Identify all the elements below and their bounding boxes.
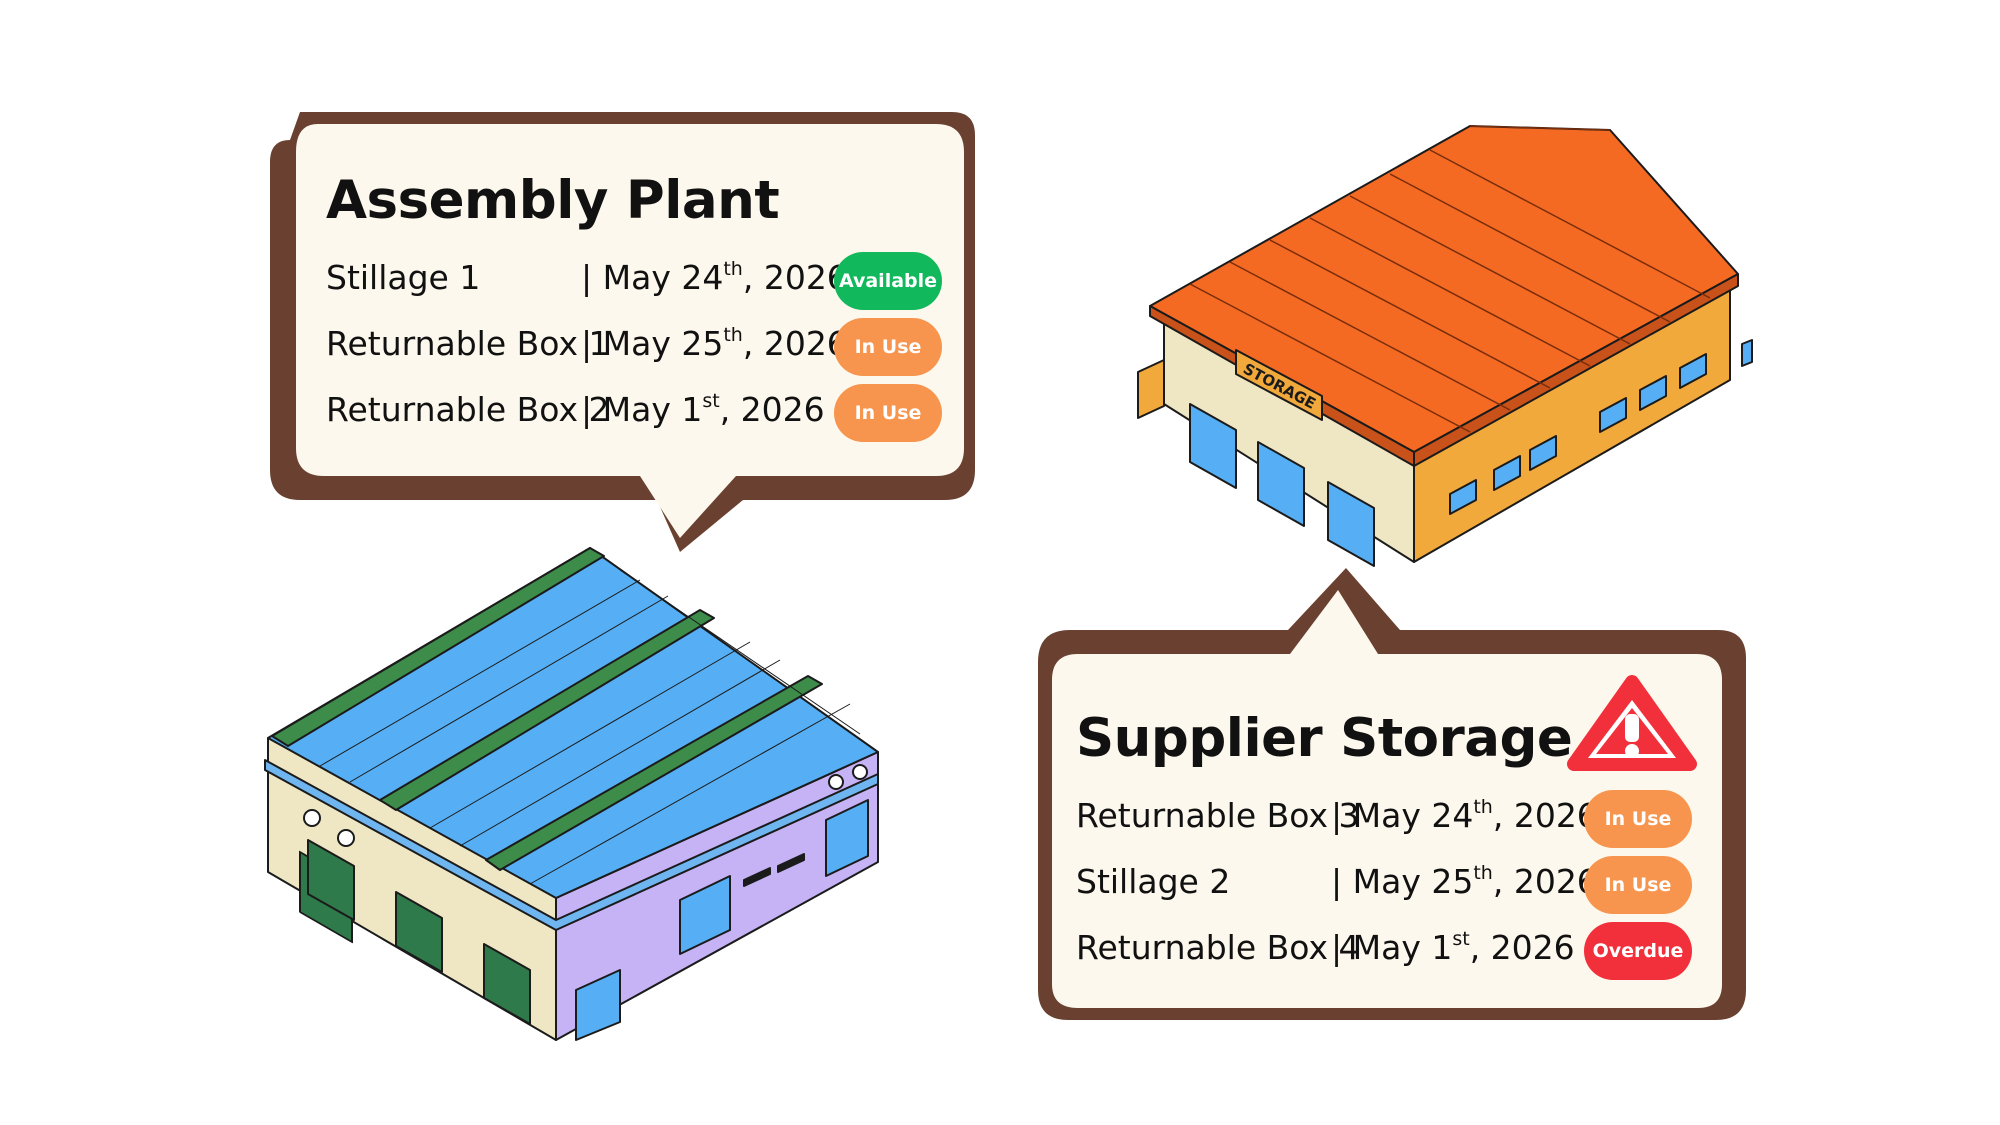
list-item[interactable]: Returnable Box 3 | May 24th, 2026 In Use [1076,790,1696,848]
item-date: | May 1st, 2026 [581,390,825,429]
item-date: | May 24th, 2026 [1331,796,1598,835]
list-item[interactable]: Returnable Box 1 | May 25th, 2026 In Use [326,318,946,376]
status-badge: In Use [834,318,942,376]
item-date: | May 25th, 2026 [581,324,848,363]
warning-icon [1567,675,1697,771]
item-date: | May 25th, 2026 [1331,862,1598,901]
item-name: Returnable Box 2 [326,390,610,429]
item-name: Stillage 2 [1076,862,1231,901]
supplier-storage-bubble [1038,568,1746,1020]
status-badge: In Use [1584,790,1692,848]
assembly-plant-bubble [270,112,975,552]
item-date: | May 1st, 2026 [1331,928,1575,967]
status-badge: Available [834,252,942,310]
supplier-storage-title: Supplier Storage [1076,708,1573,769]
supplier-storage-card: Supplier Storage Returnable Box 3 | May … [1076,708,1696,988]
list-item[interactable]: Stillage 2 | May 25th, 2026 In Use [1076,856,1696,914]
list-item[interactable]: Returnable Box 4 | May 1st, 2026 Overdue [1076,922,1696,980]
item-name: Returnable Box 3 [1076,796,1360,835]
status-badge: In Use [1584,856,1692,914]
list-item[interactable]: Returnable Box 2 | May 1st, 2026 In Use [326,384,946,442]
item-date: | May 24th, 2026 [581,258,848,297]
assembly-plant-card: Assembly Plant Stillage 1 | May 24th, 20… [326,170,946,450]
list-item[interactable]: Stillage 1 | May 24th, 2026 Available [326,252,946,310]
item-name: Stillage 1 [326,258,481,297]
item-name: Returnable Box 1 [326,324,610,363]
supplier-storage-building: STORAGE [1137,125,1753,567]
status-badge: Overdue [1584,922,1692,980]
assembly-plant-building [264,547,879,1041]
item-name: Returnable Box 4 [1076,928,1360,967]
status-badge: In Use [834,384,942,442]
assembly-plant-title: Assembly Plant [326,170,780,231]
